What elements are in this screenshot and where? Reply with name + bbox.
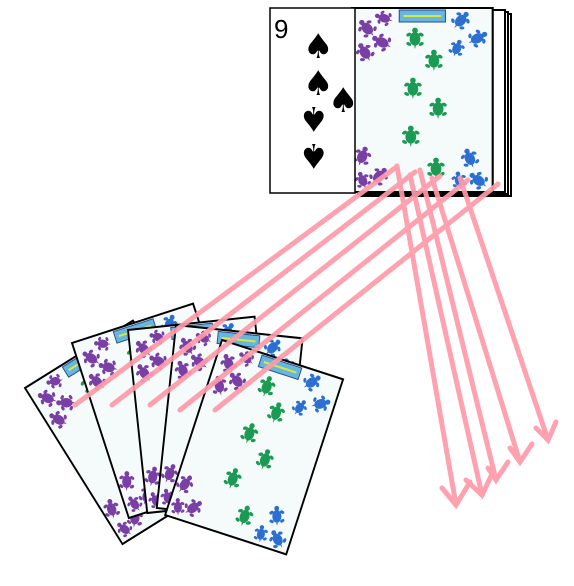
deck-card-back [350, 7, 512, 197]
spade-icon: ♠ [299, 135, 329, 175]
deal-arrows [72, 163, 559, 510]
arrow-down-right [394, 163, 473, 510]
arrow-down-right [417, 167, 511, 485]
arrow-to-hand [72, 165, 398, 408]
arrow-to-hand [147, 173, 443, 408]
player-hand[interactable] [23, 303, 343, 556]
draw-deck[interactable] [350, 7, 512, 197]
arrow-down-right [429, 175, 535, 467]
face-up-card-nine-of-spades[interactable]: 9 ♠ ♠ ♠ ♠ ♠ [269, 7, 359, 194]
spade-icon: ♠ [303, 27, 333, 67]
arrow-down-right [457, 175, 559, 445]
spade-icon: ♠ [303, 64, 333, 104]
arrow-to-hand [109, 169, 418, 408]
arrow-down-right [407, 172, 496, 500]
spade-icon: ♠ [299, 98, 329, 138]
spade-icon: ♠ [328, 81, 358, 121]
spade-pips: ♠ ♠ ♠ ♠ ♠ [299, 27, 359, 175]
card-rank: 9 [274, 14, 288, 44]
arrow-to-hand [212, 181, 501, 413]
